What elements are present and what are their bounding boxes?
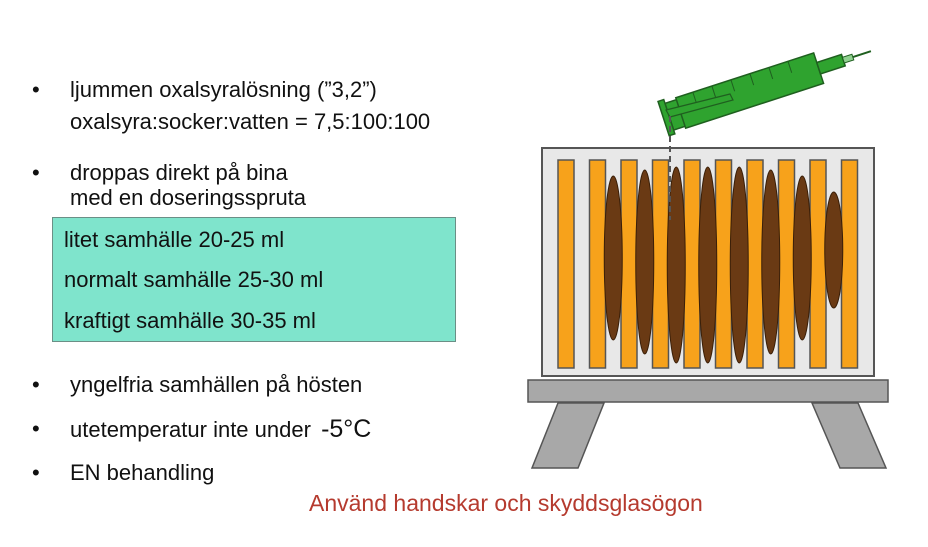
bee-clusters (603, 166, 844, 364)
bullet-text-line1: ljummen oxalsyralösning (”3,2”) (70, 77, 377, 102)
dosage-small-colony: litet samhälle 20-25 ml (64, 227, 285, 252)
bullet-text-line1: yngelfria samhällen på hösten (70, 372, 363, 397)
bee-cluster (761, 169, 781, 355)
bullet-text-line2: oxalsyra:socker:vatten = 7,5:100:100 (70, 109, 431, 134)
hive-frame (714, 159, 733, 369)
bullet-dot: • (32, 460, 40, 485)
hive-frame (588, 159, 607, 369)
hive-frames (557, 159, 859, 369)
bee-cluster (666, 166, 686, 364)
bullet-dot: • (32, 160, 40, 185)
hive-frame (620, 159, 638, 369)
hive-frame (557, 159, 575, 369)
bullet-dot: • (32, 372, 40, 397)
hive-frame (651, 159, 670, 369)
dosage-strong-colony: kraftigt samhälle 30-35 ml (64, 308, 316, 333)
hive-frame (809, 159, 827, 369)
dosage-box: litet samhälle 20-25 ml normalt samhälle… (52, 217, 456, 342)
bee-cluster (603, 175, 623, 341)
bee-cluster (824, 191, 844, 309)
bee-cluster (792, 175, 812, 341)
hive-frame (840, 159, 859, 369)
bullet-text-line1: droppas direkt på bina (70, 160, 288, 185)
bee-cluster (698, 166, 718, 364)
hive-frame (777, 159, 796, 369)
bee-cluster (729, 166, 749, 364)
safety-warning: Använd handskar och skyddsglasögon (309, 490, 703, 516)
bullet-dot: • (32, 416, 40, 441)
hive-frame (683, 159, 701, 369)
syringe-icon (657, 50, 872, 137)
hive-frame (746, 159, 764, 369)
bullet-dot: • (32, 77, 40, 102)
bullet-text-line2: med en doseringsspruta (70, 185, 307, 210)
bullet-temp-row: utetemperatur inte under -5°C (70, 415, 371, 444)
dosage-normal-colony: normalt samhälle 25-30 ml (64, 267, 324, 292)
bee-cluster (635, 169, 655, 355)
temperature-value: -5°C (321, 415, 372, 443)
bullet-text-line1: utetemperatur inte under (70, 417, 311, 442)
bullet-text-line1: EN behandling (70, 460, 215, 485)
beehive-icon (527, 50, 889, 469)
